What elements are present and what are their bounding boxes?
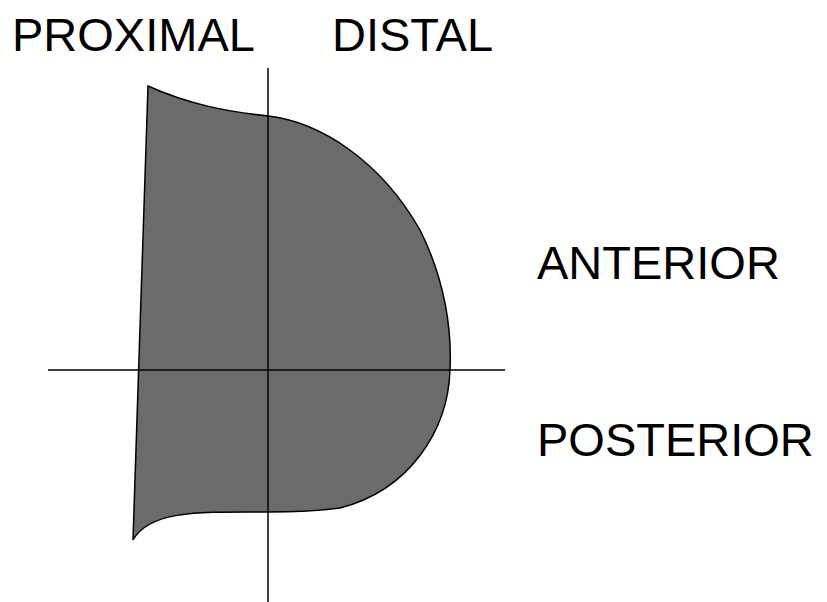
direction-label: PROXIMAL	[12, 11, 255, 58]
vertical-axis	[267, 68, 269, 602]
horizontal-axis	[48, 369, 505, 371]
direction-label: ANTERIOR	[537, 239, 780, 286]
direction-label: POSTERIOR	[537, 416, 814, 463]
direction-label: DISTAL	[332, 11, 493, 58]
bone-section	[133, 86, 450, 540]
